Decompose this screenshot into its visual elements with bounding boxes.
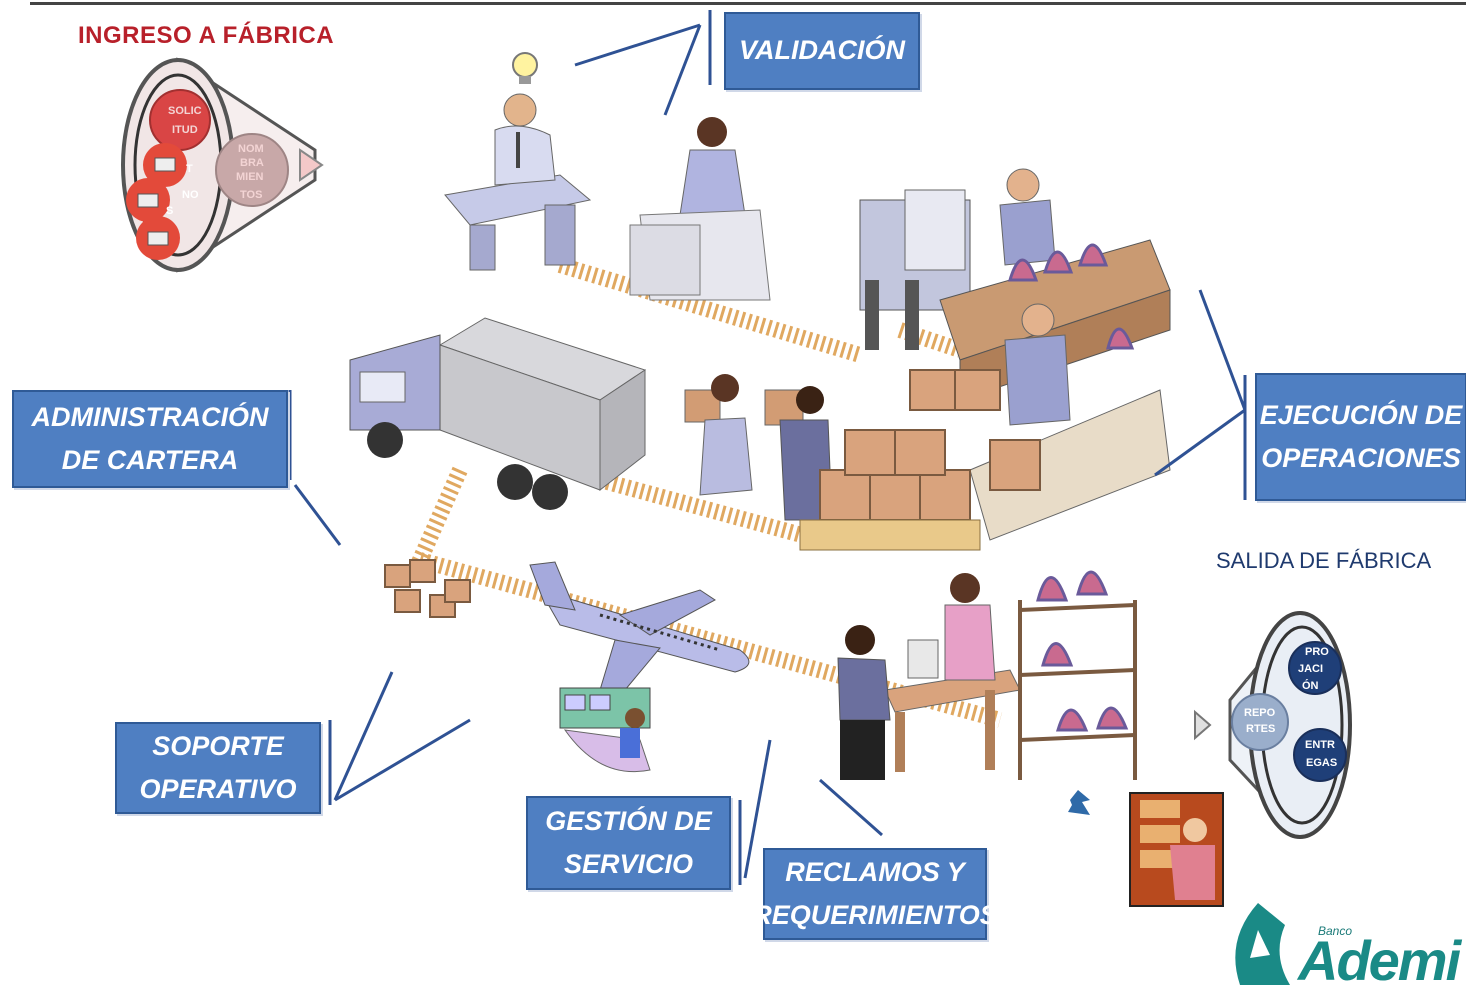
down-arrow-icon xyxy=(1068,790,1090,815)
logo-banco-text: Banco xyxy=(1318,924,1353,938)
svg-text:JACI: JACI xyxy=(1298,663,1323,675)
bank-logo-mark xyxy=(1235,903,1290,985)
svg-text:ENTR: ENTR xyxy=(1305,739,1335,751)
box-stack xyxy=(384,369,1041,618)
shelving-unit xyxy=(1018,600,1137,780)
conveyor-table xyxy=(939,239,1171,541)
svg-text:NO: NO xyxy=(182,189,199,201)
loader-figures xyxy=(684,374,833,521)
box-reclamos-requerimientos: RECLAMOS Y REQUERIMIENTOS xyxy=(752,848,998,940)
product-cones xyxy=(1007,243,1135,732)
svg-text:PRO: PRO xyxy=(1305,646,1329,658)
svg-text:EGAS: EGAS xyxy=(1306,757,1337,769)
top-rule xyxy=(30,2,1466,5)
control-desk-figure xyxy=(559,687,651,773)
heading-ingreso-fabrica: INGRESO A FÁBRICA xyxy=(78,22,335,49)
truck-figure xyxy=(349,317,647,510)
funnel-salida: PRO JACI ÓN REPO RTES ENTR EGAS xyxy=(1194,610,1352,839)
svg-text:BRA: BRA xyxy=(240,157,264,169)
svg-text:S: S xyxy=(166,205,173,217)
heading-salida-fabrica: SALIDA DE FÁBRICA xyxy=(1216,548,1432,573)
airplane-figure xyxy=(529,561,750,691)
logo-ademi-text: Ademi xyxy=(1298,929,1461,992)
svg-text:MIEN: MIEN xyxy=(236,171,264,183)
box-administracion-cartera: ADMINISTRACIÓN DE CARTERA xyxy=(12,390,288,488)
svg-text:ITUD: ITUD xyxy=(172,124,198,136)
connector-lines xyxy=(288,10,1247,885)
svg-text:RTES: RTES xyxy=(1246,723,1275,735)
lightbulb-icon xyxy=(512,52,538,84)
svg-text:NOM: NOM xyxy=(238,143,264,155)
box-validacion: VALIDACIÓN xyxy=(724,12,920,90)
production-machine xyxy=(859,168,1056,350)
desk-worker-figure xyxy=(444,93,592,271)
reception-worker-figure xyxy=(629,117,771,301)
box-gestion-servicio: GESTIÓN DE SERVICIO xyxy=(526,796,731,890)
svg-text:ÓN: ÓN xyxy=(1302,679,1319,692)
warehouse-worker-icon xyxy=(1129,792,1224,907)
svg-text:SOLIC: SOLIC xyxy=(168,105,202,117)
box-ejecucion-operaciones: EJECUCIÓN DE OPERACIONES xyxy=(1255,373,1466,501)
svg-text:T: T xyxy=(186,163,193,175)
box-soporte-operativo: SOPORTE OPERATIVO xyxy=(115,722,321,814)
service-counter-figures xyxy=(837,573,1021,780)
funnel-ingreso: SOLIC ITUD NOM BRA MIEN TOS T NO S xyxy=(121,57,324,273)
svg-text:REPO: REPO xyxy=(1244,707,1276,719)
pallet xyxy=(799,519,981,551)
svg-text:TOS: TOS xyxy=(240,189,262,201)
